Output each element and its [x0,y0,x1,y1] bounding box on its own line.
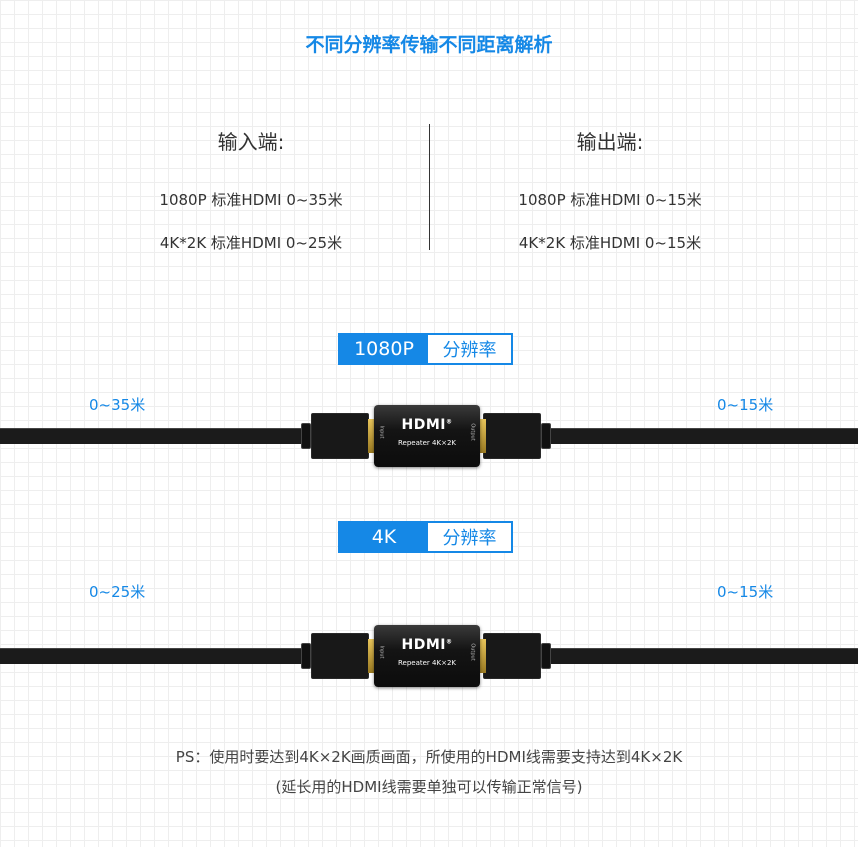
input-port-label: Input [378,425,385,439]
ps-note: PS：使用时要达到4K×2K画质画面，所使用的HDMI线需要支持达到4K×2K [175,748,683,766]
cable-strain-relief [541,423,551,449]
input-line-1080p: 1080P 标准HDMI 0~35米 [159,191,343,209]
cable-strain-relief [301,423,311,449]
cable-strain-relief [301,643,311,669]
ps-note-detail: (延长用的HDMI线需要单独可以传输正常信号) [275,778,583,796]
hdmi-logo: HDMI® [401,417,453,433]
cable-strain-relief [541,643,551,669]
plug-connector-gold [480,419,486,453]
input-line-4k: 4K*2K 标准HDMI 0~25米 [159,234,343,252]
badge-resolution-word: 分辨率 [442,340,497,361]
hdmi-plug-left [311,633,369,679]
input-header: 输入端: [217,130,285,154]
device-model-text: Repeater 4K×2K [397,439,456,447]
plug-connector-gold [368,639,374,673]
device-model-text: Repeater 4K×2K [397,659,456,667]
output-header: 输出端: [576,130,644,154]
resolution-badge-1080p: 1080P 分辨率 [338,333,513,365]
badge-resolution-label: 4K [340,523,428,551]
hdmi-plug-left [311,413,369,459]
output-port-label: Output [469,423,476,441]
hdmi-repeater-device: HDMI® Repeater 4K×2K Input Output [374,625,480,687]
hdmi-logo: HDMI® [401,637,453,653]
input-distance-1080p: 0~35米 [89,396,146,414]
hdmi-plug-right [483,413,541,459]
output-line-4k: 4K*2K 标准HDMI 0~15米 [518,234,702,252]
output-line-1080p: 1080P 标准HDMI 0~15米 [518,191,702,209]
output-port-label: Output [469,643,476,661]
badge-resolution-label: 1080P [340,335,428,363]
plug-connector-gold [368,419,374,453]
resolution-badge-4k: 4K 分辨率 [338,521,513,553]
page-title: 不同分辨率传输不同距离解析 [305,34,553,56]
plug-connector-gold [480,639,486,673]
badge-resolution-word: 分辨率 [442,528,497,549]
column-divider [429,124,430,250]
input-distance-4k: 0~25米 [89,583,146,601]
hdmi-plug-right [483,633,541,679]
hdmi-repeater-device: HDMI® Repeater 4K×2K Input Output [374,405,480,467]
output-distance-4k: 0~15米 [717,583,774,601]
input-port-label: Input [378,645,385,659]
output-distance-1080p: 0~15米 [717,396,774,414]
